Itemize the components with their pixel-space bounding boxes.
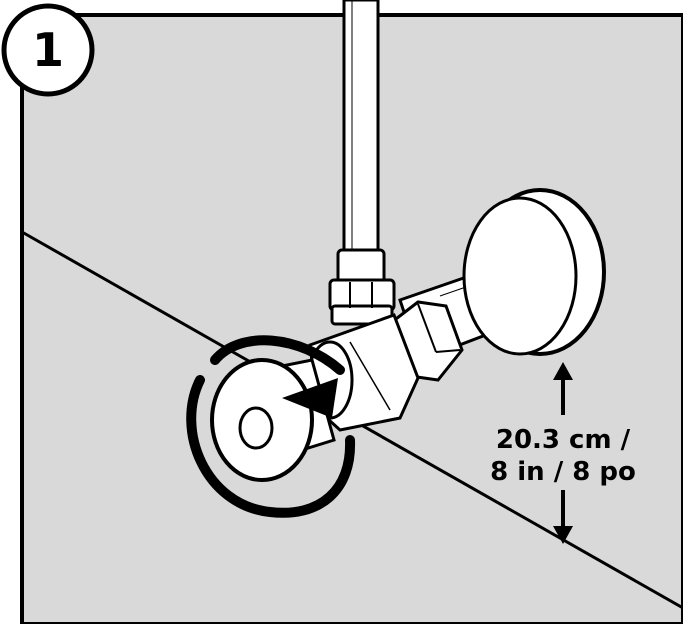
valve-body xyxy=(306,313,420,432)
measurement-label-line1: 20.3 cm / xyxy=(496,425,631,455)
escutcheon-plate xyxy=(462,188,606,356)
measurement-arrow-up xyxy=(553,362,573,415)
valve-handle xyxy=(210,358,336,482)
measurement-arrow-down xyxy=(553,490,573,544)
measurement-label-line2: 8 in / 8 po xyxy=(490,457,636,487)
step-number-badge: 1 xyxy=(1,3,95,97)
rotation-arrow-icon xyxy=(186,335,356,518)
step-number: 1 xyxy=(32,23,64,77)
compression-nut xyxy=(328,248,396,326)
supply-pipe xyxy=(342,0,380,270)
